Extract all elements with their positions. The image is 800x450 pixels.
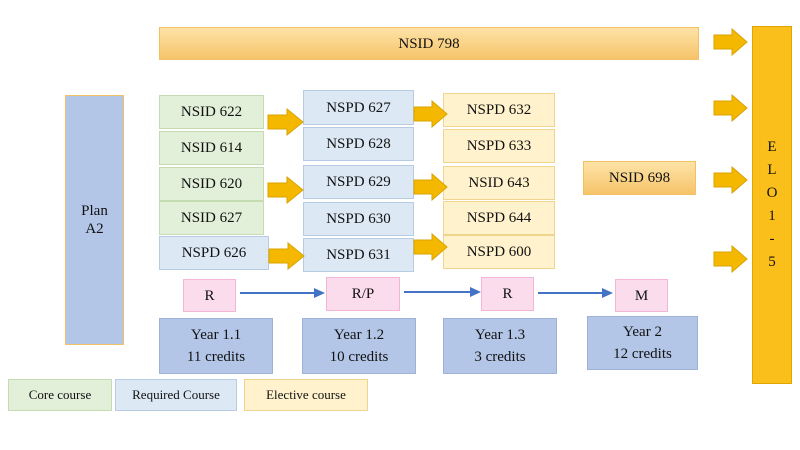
nsid-698-box: NSID 698 xyxy=(583,161,696,195)
year-title: Year 1.1 xyxy=(190,326,242,343)
year-title: Year 1.2 xyxy=(333,326,385,343)
year-box-1: Year 1.1 11 credits xyxy=(159,318,273,374)
course-col3-3: NSID 643 xyxy=(443,166,555,200)
course-col3-4: NSPD 644 xyxy=(443,201,555,235)
course-col1-5: NSPD 626 xyxy=(159,236,269,270)
arrow-right-icon xyxy=(413,233,448,261)
flow-arrow-icon xyxy=(240,288,325,298)
level-box-4: M xyxy=(615,279,668,312)
level-box-3: R xyxy=(481,277,534,311)
arrow-right-icon xyxy=(268,242,305,270)
plan-name: A2 xyxy=(85,221,104,237)
arrow-right-icon xyxy=(413,173,448,201)
year-box-4: Year 2 12 credits xyxy=(587,316,698,370)
year-credits: 12 credits xyxy=(613,346,672,362)
course-col2-1: NSPD 627 xyxy=(303,90,414,125)
plan-box: Plan A2 xyxy=(65,95,124,345)
elo-char-dash: - xyxy=(769,231,775,247)
course-col3-1: NSPD 632 xyxy=(443,93,555,127)
year-title: Year 2 xyxy=(623,323,662,340)
flow-arrow-icon xyxy=(404,287,481,297)
course-col1-2: NSID 614 xyxy=(159,131,264,165)
course-col1-4: NSID 627 xyxy=(159,201,264,235)
legend-core: Core course xyxy=(8,379,112,411)
nsid-798-bar: NSID 798 xyxy=(159,27,699,60)
course-col2-5: NSPD 631 xyxy=(303,238,414,272)
elo-char-5: 5 xyxy=(768,254,776,270)
level-box-2: R/P xyxy=(326,277,400,311)
elo-bar: E L O 1 - 5 xyxy=(752,26,792,384)
course-col2-3: NSPD 629 xyxy=(303,165,414,199)
legend-elective: Elective course xyxy=(244,379,368,411)
year-box-2: Year 1.2 10 credits xyxy=(302,318,416,374)
course-col1-3: NSID 620 xyxy=(159,167,264,201)
arrow-right-icon xyxy=(267,176,304,204)
flow-arrow-icon xyxy=(538,288,613,298)
course-col3-2: NSPD 633 xyxy=(443,129,555,163)
year-credits: 11 credits xyxy=(186,349,246,365)
course-col3-5: NSPD 600 xyxy=(443,235,555,269)
course-col2-4: NSPD 630 xyxy=(303,202,414,236)
year-title: Year 1.3 xyxy=(474,326,526,343)
elo-char-e: E xyxy=(767,139,777,155)
arrow-right-icon xyxy=(713,166,748,194)
arrow-right-icon xyxy=(713,94,748,122)
year-box-3: Year 1.3 3 credits xyxy=(443,318,557,374)
year-credits: 10 credits xyxy=(329,349,389,365)
level-box-1: R xyxy=(183,279,236,312)
elo-char-l: L xyxy=(767,162,777,178)
arrow-right-icon xyxy=(267,108,304,136)
course-col1-1: NSID 622 xyxy=(159,95,264,129)
course-col2-2: NSPD 628 xyxy=(303,127,414,161)
arrow-right-icon xyxy=(413,100,448,128)
arrow-right-icon xyxy=(713,245,748,273)
plan-label: Plan xyxy=(81,203,108,219)
legend-required: Required Course xyxy=(115,379,237,411)
arrow-right-icon xyxy=(713,28,748,56)
year-credits: 3 credits xyxy=(474,349,526,365)
elo-char-o: O xyxy=(766,185,778,201)
elo-char-1: 1 xyxy=(768,208,776,224)
